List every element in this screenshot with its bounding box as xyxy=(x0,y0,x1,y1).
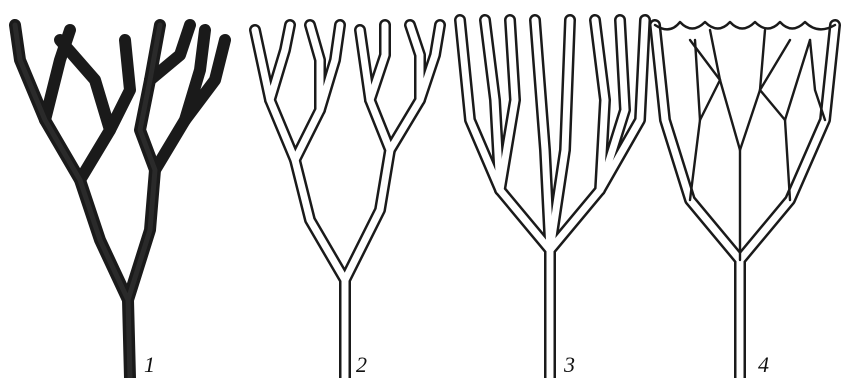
panel-2-label: 2 xyxy=(356,352,367,377)
panel-2-branching xyxy=(255,25,440,378)
lamina-wavy-margin xyxy=(655,22,835,29)
panel-1-label: 1 xyxy=(144,352,155,377)
panel-1-branching xyxy=(15,25,225,378)
panel-4-lamina xyxy=(655,22,835,378)
panel-4-label: 4 xyxy=(758,352,769,377)
panel-3-label: 3 xyxy=(563,352,575,377)
panel-3-branching xyxy=(460,20,645,378)
